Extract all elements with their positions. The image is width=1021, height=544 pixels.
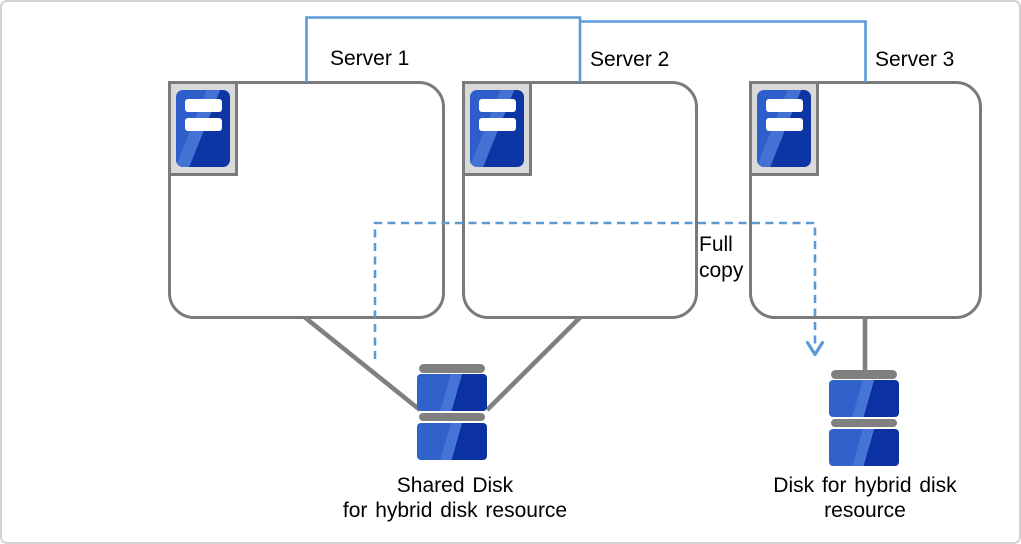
tower-slot bbox=[185, 118, 222, 131]
server-tower-icon bbox=[757, 90, 811, 167]
server3-disk-label-line1: Disk for hybrid disk bbox=[773, 474, 957, 497]
shared-disk-label: Shared Disk for hybrid disk resource bbox=[305, 473, 605, 523]
tower-slot bbox=[479, 99, 516, 112]
tower-slot bbox=[766, 118, 803, 131]
tower-slot bbox=[185, 99, 222, 112]
server-3-label: Server 3 bbox=[875, 48, 955, 71]
shared-disk-label-line2: for hybrid disk resource bbox=[342, 499, 568, 522]
full-copy-label: Full copy bbox=[699, 232, 743, 284]
shared-disk-stack-icon bbox=[417, 364, 487, 460]
disk-platter bbox=[417, 374, 487, 411]
server-tower-icon bbox=[470, 90, 524, 167]
disk-platter bbox=[829, 429, 899, 466]
tower-slot bbox=[766, 99, 803, 112]
server1-shared-disk-connector bbox=[303, 315, 422, 412]
disk-platter bbox=[829, 380, 899, 417]
disk-spacer bbox=[831, 419, 897, 427]
full-copy-label-line2: copy bbox=[699, 259, 744, 282]
server3-disk-label-line2: resource bbox=[824, 499, 906, 522]
tower-slot bbox=[479, 118, 516, 131]
server3-disk-label: Disk for hybrid disk resource bbox=[715, 473, 1015, 523]
server-tower-icon bbox=[176, 90, 230, 167]
server-2-label: Server 2 bbox=[590, 48, 670, 71]
disk-cap bbox=[831, 370, 897, 379]
full-copy-label-line1: Full bbox=[699, 233, 733, 256]
server2-shared-disk-connector bbox=[485, 315, 582, 412]
server-1-icon-frame bbox=[168, 81, 238, 176]
disk-spacer bbox=[419, 413, 485, 421]
shared-disk-label-line1: Shared Disk bbox=[396, 474, 514, 497]
server3-disk-stack-icon bbox=[829, 370, 899, 466]
server-2-icon-frame bbox=[462, 81, 532, 176]
server-1-label: Server 1 bbox=[330, 47, 410, 70]
full-copy-arrowhead-icon bbox=[805, 340, 825, 357]
disk-cap bbox=[419, 364, 485, 373]
server-3-icon-frame bbox=[749, 81, 819, 176]
disk-platter bbox=[417, 423, 487, 460]
